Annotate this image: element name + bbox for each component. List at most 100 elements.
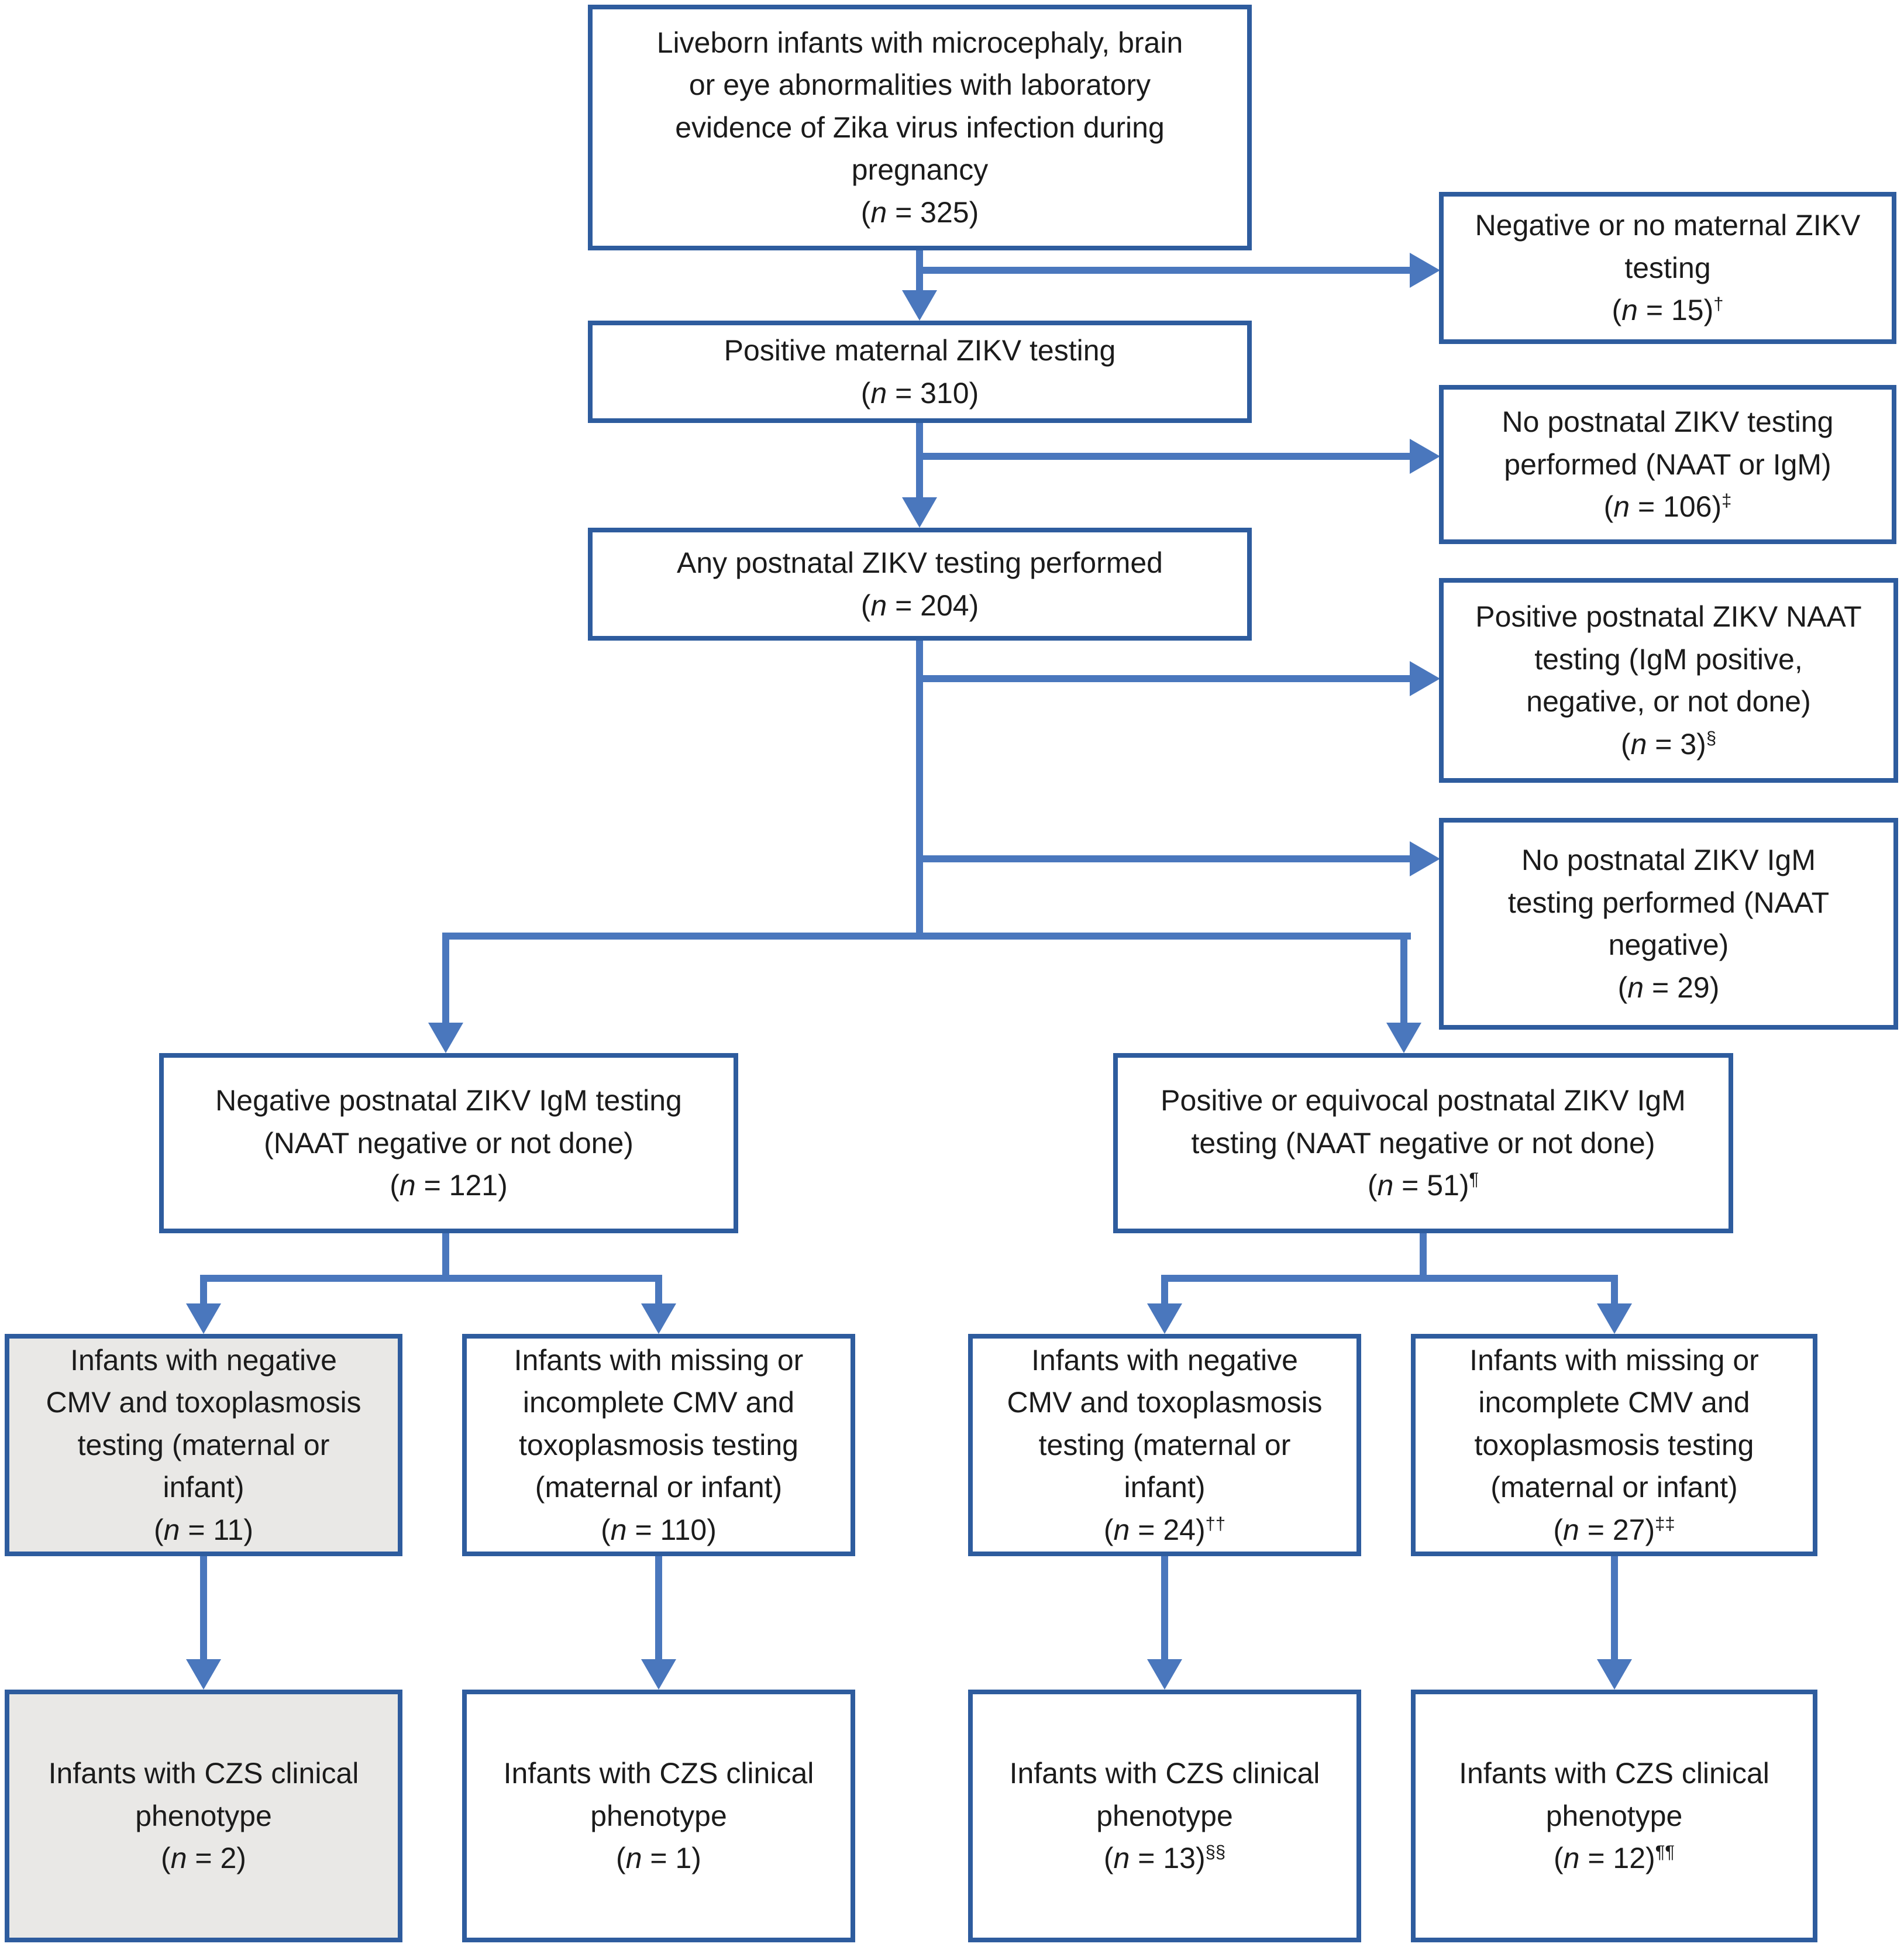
n-symbol: n <box>1630 727 1647 761</box>
box-text-line: toxoplasmosis testing <box>518 1428 798 1461</box>
count-open: ( <box>1103 1842 1114 1875</box>
count-value: = 24) <box>1130 1513 1206 1546</box>
connector-positive-maternal-to-any-postnatal <box>916 423 923 500</box>
box-content: Positive or equivocal postnatal ZIKV IgM… <box>1161 1079 1686 1207</box>
box-text-line: phenotype <box>590 1799 727 1832</box>
connector-positive-igm-stub <box>1420 1233 1427 1278</box>
n-symbol: n <box>399 1169 416 1202</box>
box-content: Infants with negative CMV and toxoplasmo… <box>1007 1339 1322 1552</box>
n-symbol: n <box>1613 490 1630 524</box>
box-text-line: Infants with CZS clinical <box>1009 1757 1320 1790</box>
box-count: (n = 325) <box>657 191 1183 234</box>
count-value: = 3) <box>1647 727 1706 761</box>
box-no-postnatal-igm: No postnatal ZIKV IgM testing performed … <box>1439 818 1898 1030</box>
box-content: Positive postnatal ZIKV NAAT testing (Ig… <box>1475 596 1861 765</box>
n-symbol: n <box>1563 1513 1579 1546</box>
connector-to-no-postnatal-igm <box>916 855 1413 862</box>
arrow-down-to-missing-cmv-left <box>641 1303 676 1334</box>
box-text-line: pregnancy <box>851 153 989 187</box>
count-open: ( <box>860 589 871 622</box>
box-count: (n = 29) <box>1508 966 1829 1009</box>
count-value: = 1) <box>642 1842 701 1875</box>
connector-drop-positive-igm <box>1400 933 1407 1026</box>
count-value: = 29) <box>1644 971 1720 1004</box>
box-text-line: testing (maternal or <box>77 1428 330 1461</box>
connector-drop-negative-cmv-right <box>1161 1275 1168 1307</box>
box-content: Infants with CZS clinical phenotype (n =… <box>1010 1752 1320 1880</box>
box-count: (n = 11) <box>46 1509 361 1552</box>
count-open: ( <box>601 1513 611 1546</box>
box-text-line: Any postnatal ZIKV testing performed <box>677 546 1163 579</box>
n-symbol: n <box>1113 1842 1130 1875</box>
box-text-line: negative) <box>1608 928 1729 961</box>
n-symbol: n <box>625 1842 642 1875</box>
box-liveborn-infants: Liveborn infants with microcephaly, brai… <box>588 5 1252 250</box>
count-open: ( <box>1612 294 1622 327</box>
box-text-line: (NAAT negative or not done) <box>264 1126 633 1160</box>
count-value: = 27) <box>1579 1513 1655 1546</box>
box-text-line: testing (maternal or <box>1038 1428 1291 1461</box>
box-text-line: phenotype <box>1096 1799 1233 1832</box>
box-text-line: No postnatal ZIKV testing <box>1502 405 1834 439</box>
box-positive-equivocal-igm: Positive or equivocal postnatal ZIKV IgM… <box>1113 1053 1733 1233</box>
arrow-down-to-czs-3 <box>1147 1659 1182 1690</box>
n-symbol: n <box>163 1513 180 1546</box>
connector-to-czs-2 <box>655 1556 662 1663</box>
box-text-line: toxoplasmosis testing <box>1474 1428 1754 1461</box>
arrow-right-to-no-postnatal-igm <box>1410 841 1440 876</box>
count-value: = 15) <box>1637 294 1714 327</box>
box-content: No postnatal ZIKV IgM testing performed … <box>1508 839 1829 1009</box>
count-value: = 310) <box>887 376 979 410</box>
arrow-down-to-any-postnatal <box>902 497 937 528</box>
box-count: (n = 110) <box>514 1509 804 1552</box>
box-count: (n = 24)†† <box>1007 1509 1322 1552</box>
box-text-line: CMV and toxoplasmosis <box>1007 1386 1323 1419</box>
box-negative-cmv-toxo-right: Infants with negative CMV and toxoplasmo… <box>968 1334 1361 1556</box>
box-text-line: infant) <box>163 1471 245 1504</box>
box-czs-phenotype-4: Infants with CZS clinical phenotype (n =… <box>1411 1690 1817 1942</box>
count-open: ( <box>860 376 871 410</box>
connector-any-postnatal-descender <box>916 641 923 940</box>
box-content: No postnatal ZIKV testing performed (NAA… <box>1502 401 1834 528</box>
connector-left-split <box>200 1275 662 1282</box>
box-text-line: testing <box>1624 251 1711 284</box>
box-text-line: phenotype <box>135 1799 272 1832</box>
connector-to-negative-no-maternal <box>916 267 1413 274</box>
n-symbol: n <box>610 1513 627 1546</box>
arrow-down-to-missing-cmv-right <box>1597 1303 1632 1334</box>
box-text-line: Infants with missing or <box>1469 1343 1759 1377</box>
box-text-line: (maternal or infant) <box>1490 1471 1738 1504</box>
box-count: (n = 51)¶ <box>1161 1164 1686 1207</box>
box-czs-phenotype-1: Infants with CZS clinical phenotype (n =… <box>5 1690 402 1942</box>
n-symbol: n <box>1113 1513 1130 1546</box>
box-count: (n = 310) <box>724 372 1116 415</box>
box-content: Liveborn infants with microcephaly, brai… <box>657 22 1183 234</box>
n-symbol: n <box>870 376 887 410</box>
box-content: Infants with CZS clinical phenotype (n =… <box>1459 1752 1769 1880</box>
connector-drop-missing-cmv-left <box>655 1275 662 1307</box>
box-text-line: Infants with negative <box>70 1343 337 1377</box>
box-text-line: Infants with CZS clinical <box>48 1757 359 1790</box>
n-symbol: n <box>870 589 887 622</box>
arrow-down-to-positive-igm <box>1386 1023 1421 1053</box>
connector-right-split <box>1161 1275 1618 1282</box>
box-count: (n = 13)§§ <box>1010 1837 1320 1880</box>
box-content: Negative or no maternal ZIKV testing (n … <box>1475 204 1861 332</box>
box-text-line: Infants with CZS clinical <box>503 1757 814 1790</box>
box-content: Positive maternal ZIKV testing (n = 310) <box>724 329 1116 414</box>
count-open: ( <box>1620 727 1631 761</box>
n-symbol: n <box>1563 1842 1580 1875</box>
count-value: = 12) <box>1579 1842 1655 1875</box>
connector-negative-igm-stub <box>442 1233 449 1278</box>
box-czs-phenotype-3: Infants with CZS clinical phenotype (n =… <box>968 1690 1361 1942</box>
count-open: ( <box>390 1169 400 1202</box>
arrow-right-to-positive-naat <box>1410 661 1440 696</box>
box-text-line: Positive postnatal ZIKV NAAT <box>1475 600 1862 633</box>
n-symbol: n <box>870 195 887 229</box>
footnote-marker: §§ <box>1205 1841 1226 1862</box>
box-positive-postnatal-naat: Positive postnatal ZIKV NAAT testing (Ig… <box>1439 578 1898 783</box>
arrow-down-to-negative-cmv-right <box>1147 1303 1182 1334</box>
arrow-down-to-czs-1 <box>186 1659 221 1690</box>
box-text-line: Positive or equivocal postnatal ZIKV IgM <box>1161 1084 1686 1117</box>
